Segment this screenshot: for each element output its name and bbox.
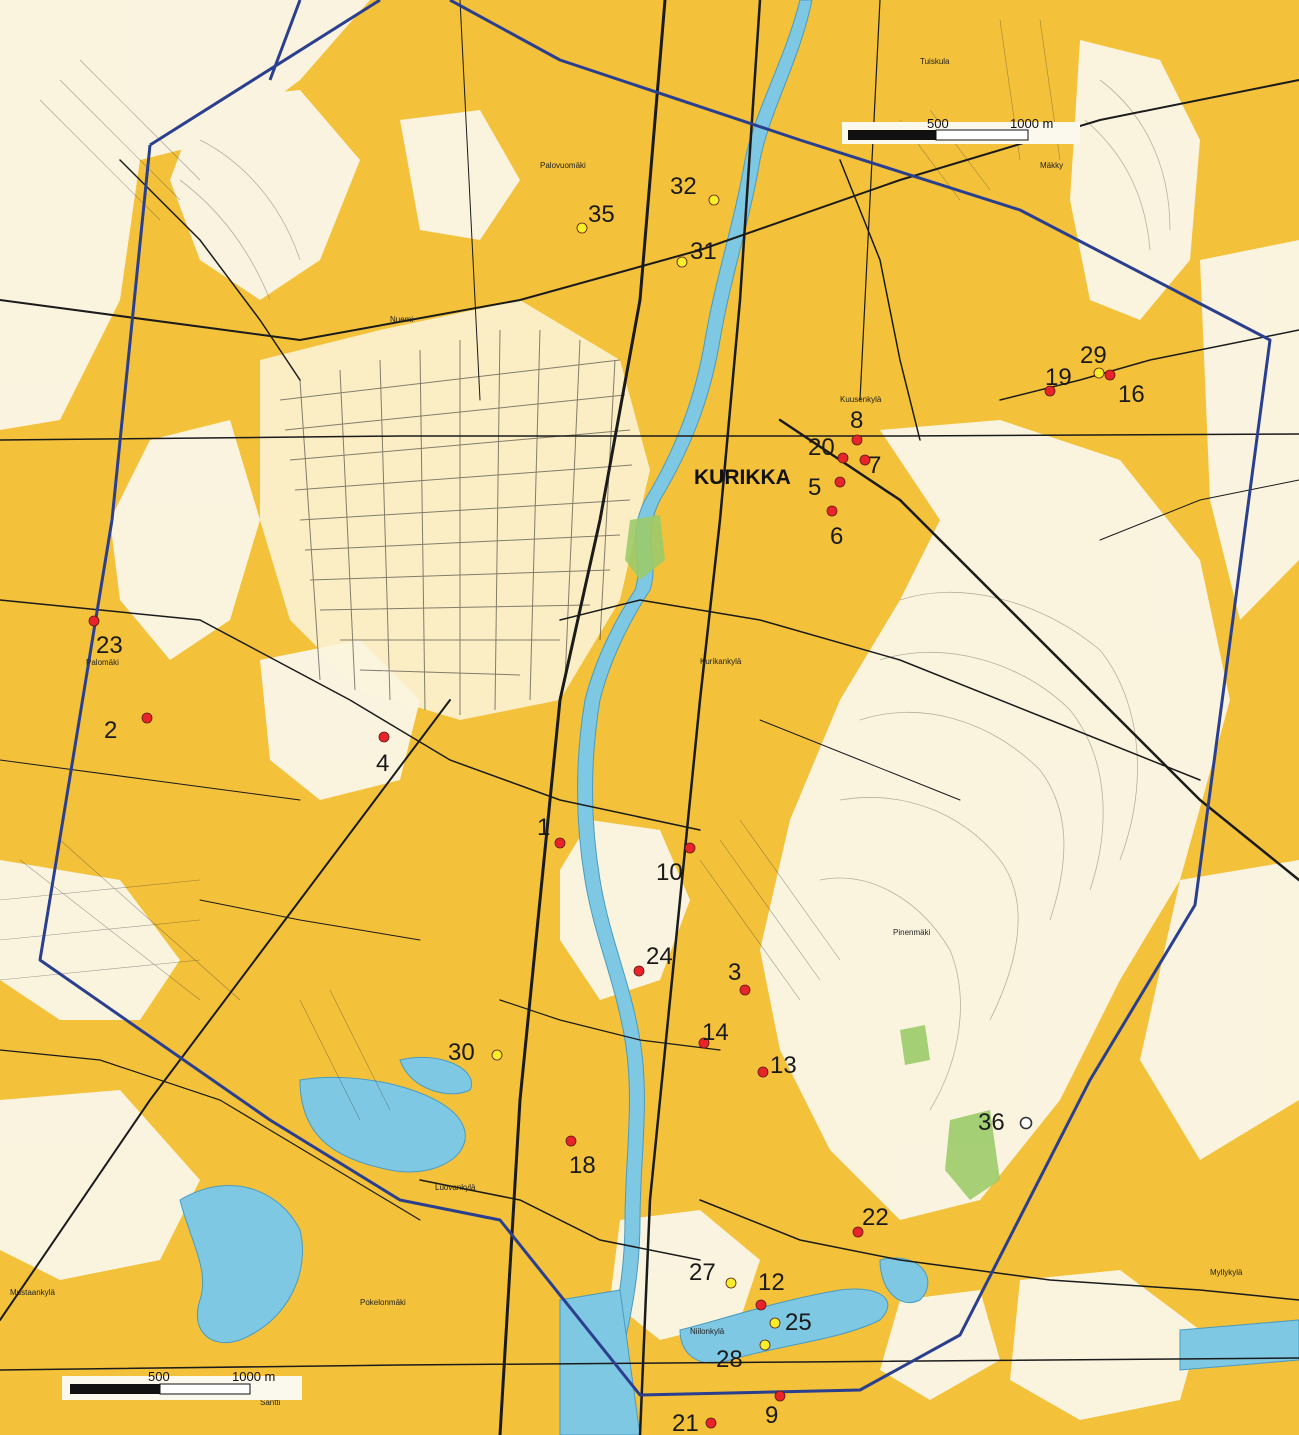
site-label-7: 7 [868, 452, 881, 479]
site-label-1: 1 [537, 814, 550, 841]
site-label-10: 10 [656, 859, 683, 886]
place-name: Kuusenkylä [840, 395, 882, 404]
site-marker-18[interactable] [565, 1135, 577, 1147]
site-marker-23[interactable] [88, 615, 100, 627]
site-label-29: 29 [1080, 342, 1107, 369]
site-label-27: 27 [689, 1259, 716, 1286]
site-marker-24[interactable] [633, 965, 645, 977]
site-marker-32[interactable] [708, 194, 720, 206]
scale-bar-bottom-white [159, 1383, 251, 1395]
site-marker-27[interactable] [725, 1277, 737, 1289]
scale-bar-top-end-label: 1000 m [1010, 116, 1053, 131]
place-name: Nuemi [390, 315, 413, 324]
town-core [260, 300, 650, 720]
site-marker-36[interactable] [1019, 1116, 1033, 1130]
site-marker-19[interactable] [1044, 385, 1056, 397]
place-name: Pokelonmäki [360, 1298, 406, 1307]
site-markers: 1234567891012131416181920212223242527282… [88, 173, 1145, 1435]
site-marker-8[interactable] [851, 434, 863, 446]
contour-lines [179, 79, 1171, 1111]
site-marker-3[interactable] [739, 984, 751, 996]
place-name: Palomäki [86, 658, 119, 667]
site-label-3: 3 [728, 959, 741, 986]
place-name: Myllykylä [1210, 1268, 1243, 1277]
site-label-13: 13 [770, 1052, 797, 1079]
site-label-28: 28 [716, 1346, 743, 1373]
scale-bar-top-mid-label: 500 [927, 116, 949, 131]
place-name: Mäkky [1040, 161, 1063, 170]
site-label-19: 19 [1045, 364, 1072, 391]
site-label-6: 6 [830, 523, 843, 550]
site-marker-31[interactable] [676, 256, 688, 268]
scale-bar-top-black [848, 130, 936, 140]
green-areas [625, 515, 1000, 1200]
site-marker-9[interactable] [774, 1390, 786, 1402]
site-marker-4[interactable] [378, 731, 390, 743]
site-label-4: 4 [376, 750, 389, 777]
place-name: Pinenmäki [893, 928, 931, 937]
study-area-boundary [38, 0, 1272, 1397]
water-bodies [179, 0, 1299, 1435]
scale-bar-bottom-black [70, 1384, 160, 1394]
place-name: Kurikankylä [700, 657, 742, 666]
site-marker-14[interactable] [698, 1037, 710, 1049]
site-label-12: 12 [758, 1269, 785, 1296]
site-marker-5[interactable] [834, 476, 846, 488]
town-label: KURIKKA [694, 466, 791, 489]
site-label-25: 25 [785, 1309, 812, 1336]
place-name: Niilonkylä [690, 1327, 725, 1336]
site-label-16: 16 [1118, 381, 1145, 408]
site-label-5: 5 [808, 474, 821, 501]
boundary-corner-line [268, 0, 302, 81]
site-label-23: 23 [96, 632, 123, 659]
site-marker-12[interactable] [755, 1299, 767, 1311]
place-name: Palovuomäki [540, 161, 586, 170]
site-marker-2[interactable] [141, 712, 153, 724]
site-label-32: 32 [670, 173, 697, 200]
site-marker-20[interactable] [837, 452, 849, 464]
site-marker-28[interactable] [759, 1339, 771, 1351]
site-marker-10[interactable] [684, 842, 696, 854]
place-name: Mustaankylä [10, 1288, 55, 1297]
scale-bar-bottom-mid-label: 500 [148, 1369, 170, 1384]
site-label-18: 18 [569, 1152, 596, 1179]
site-label-31: 31 [690, 238, 717, 265]
site-marker-7[interactable] [859, 454, 871, 466]
site-label-35: 35 [588, 201, 615, 228]
scale-bar-bottom-end-label: 1000 m [232, 1369, 275, 1384]
site-label-30: 30 [448, 1039, 475, 1066]
site-marker-22[interactable] [852, 1226, 864, 1238]
place-name: Luovankylä [435, 1183, 476, 1192]
site-label-24: 24 [646, 943, 673, 970]
site-label-8: 8 [850, 407, 863, 434]
place-name: Säntti [260, 1398, 281, 1407]
site-label-20: 20 [808, 434, 835, 461]
site-marker-6[interactable] [826, 505, 838, 517]
place-name: Tuiskula [920, 57, 950, 66]
site-marker-16[interactable] [1104, 369, 1116, 381]
site-label-21: 21 [672, 1410, 699, 1435]
scale-bar-top-white [935, 129, 1029, 141]
site-marker-29[interactable] [1093, 367, 1105, 379]
scale-bar-top: 500 1000 m [842, 116, 1080, 144]
site-label-36: 36 [978, 1109, 1005, 1136]
site-marker-13[interactable] [757, 1066, 769, 1078]
site-label-9: 9 [765, 1402, 778, 1429]
site-marker-30[interactable] [491, 1049, 503, 1061]
site-marker-25[interactable] [769, 1317, 781, 1329]
site-label-22: 22 [862, 1204, 889, 1231]
site-label-2: 2 [104, 717, 117, 744]
scale-bar-bottom: 500 1000 m [62, 1369, 302, 1400]
site-marker-21[interactable] [705, 1417, 717, 1429]
place-name-layer: Tuiskula Mäkky Palovuomäki Nuemi Kurikan… [10, 57, 1243, 1407]
site-label-14: 14 [702, 1019, 729, 1046]
site-marker-35[interactable] [576, 222, 588, 234]
site-marker-1[interactable] [554, 837, 566, 849]
